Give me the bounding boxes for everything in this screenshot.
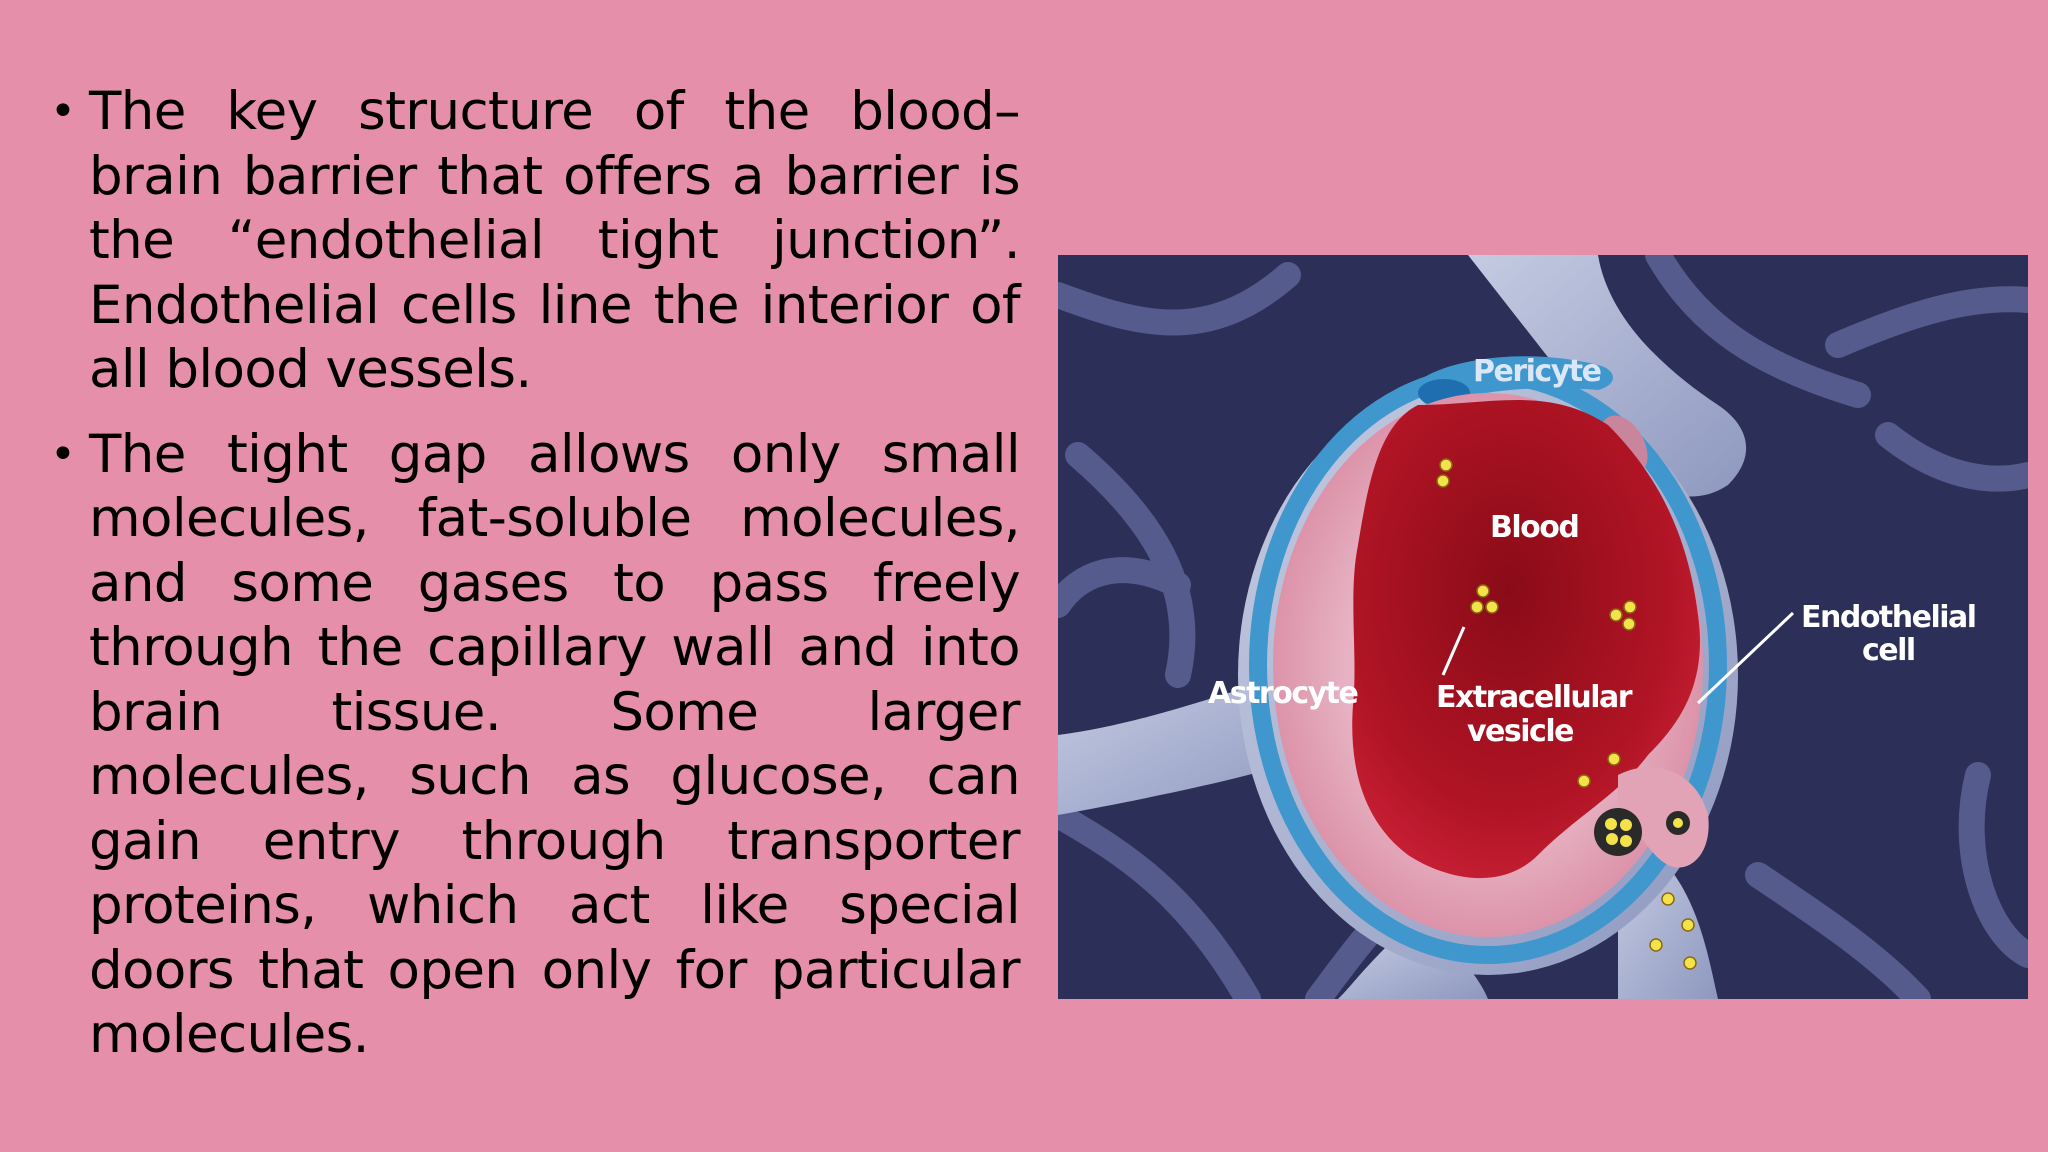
diagram-svg: Pericyte Blood Astrocyte Extracellular v… <box>1058 255 2028 999</box>
label-pointers <box>1441 611 1795 705</box>
background-processes <box>1058 255 2028 999</box>
bullet-list: • The key structure of the blood–brain b… <box>50 80 1021 1088</box>
pericyte-label: Pericyte <box>1473 354 1601 389</box>
endothelial-cell-label-line2: cell <box>1862 633 1915 668</box>
extracellular-vesicle-label-line2: vesicle <box>1467 714 1573 749</box>
extracellular-vesicles <box>1594 808 1690 856</box>
bullet-marker: • <box>50 86 76 137</box>
bullet-text: The tight gap allows only small molecule… <box>89 423 1021 1066</box>
bullet-item: • The tight gap allows only small molecu… <box>50 423 1021 1068</box>
blood-label: Blood <box>1490 510 1578 545</box>
endothelial-cell-label-line1: Endothelial <box>1801 600 1976 635</box>
bullet-item: • The key structure of the blood–brain b… <box>50 80 1021 403</box>
astrocyte-label: Astrocyte <box>1208 676 1358 711</box>
bullet-text: The key structure of the blood–brain bar… <box>89 81 1021 400</box>
molecules <box>1436 458 1697 970</box>
bullet-marker: • <box>50 428 76 480</box>
extracellular-vesicle-label-line1: Extracellular <box>1436 680 1633 715</box>
blood-brain-barrier-diagram: Pericyte Blood Astrocyte Extracellular v… <box>1058 255 2028 999</box>
endothelial-pocket <box>1618 767 1709 868</box>
